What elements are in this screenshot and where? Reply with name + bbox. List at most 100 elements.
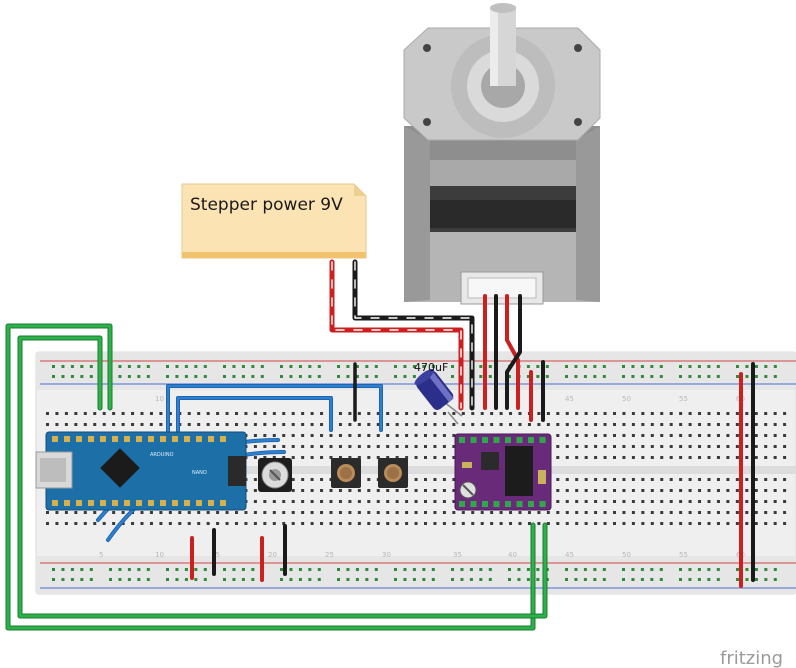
breadboard-hole xyxy=(556,434,560,437)
breadboard-hole xyxy=(282,500,286,503)
breadboard-hole xyxy=(367,522,371,525)
breadboard-hole xyxy=(716,478,720,481)
breadboard-hole xyxy=(376,412,380,415)
breadboard-hole xyxy=(735,489,739,492)
breadboard-hole xyxy=(414,456,418,459)
breadboard-hole xyxy=(414,500,418,503)
rail-hole xyxy=(241,578,245,581)
rail-hole xyxy=(488,578,492,581)
breadboard-hole xyxy=(669,478,673,481)
breadboard-hole xyxy=(631,500,635,503)
driver-pin xyxy=(459,501,465,507)
rail-hole xyxy=(166,568,169,571)
arduino-pin xyxy=(76,436,82,442)
breadboard-hole xyxy=(442,434,446,437)
breadboard-hole xyxy=(575,489,579,492)
rail-hole xyxy=(166,578,169,581)
breadboard-hole xyxy=(707,489,711,492)
breadboard-hole xyxy=(613,456,616,459)
rail-hole xyxy=(118,578,122,581)
breadboard-hole xyxy=(414,434,418,437)
rail-hole xyxy=(574,375,578,378)
rail-hole xyxy=(679,365,682,368)
rail-hole xyxy=(52,365,55,368)
breadboard-hole xyxy=(452,456,456,459)
potentiometer[interactable] xyxy=(258,458,292,492)
push-button[interactable] xyxy=(331,458,361,488)
breadboard-hole xyxy=(688,522,692,525)
breadboard-hole xyxy=(452,434,456,437)
breadboard-hole xyxy=(253,489,257,492)
rail-hole xyxy=(251,365,255,368)
arduino-pin xyxy=(100,500,106,506)
breadboard-hole xyxy=(338,456,342,459)
breadboard-hole xyxy=(253,511,257,514)
breadboard-hole xyxy=(282,445,286,448)
breadboard-hole xyxy=(641,478,645,481)
breadboard-hole xyxy=(594,423,598,426)
breadboard-hole xyxy=(603,522,607,525)
breadboard-hole xyxy=(584,456,588,459)
breadboard-hole xyxy=(320,511,324,514)
breadboard-hole xyxy=(272,511,276,514)
breadboard-hole xyxy=(575,445,579,448)
breadboard-hole xyxy=(263,445,267,448)
breadboard-hole xyxy=(650,456,654,459)
column-number: 55 xyxy=(679,395,688,403)
breadboard-hole xyxy=(660,489,664,492)
breadboard-hole xyxy=(773,478,777,481)
rail-hole xyxy=(736,365,739,368)
breadboard-hole xyxy=(660,434,664,437)
breadboard-hole xyxy=(338,500,342,503)
breadboard-hole xyxy=(452,423,456,426)
breadboard-hole xyxy=(698,500,702,503)
rail-hole xyxy=(365,365,369,368)
rail-hole xyxy=(508,578,511,581)
breadboard-hole xyxy=(244,423,248,426)
breadboard-hole xyxy=(225,522,229,525)
breadboard-hole xyxy=(764,434,768,437)
breadboard-hole xyxy=(442,423,446,426)
rail-hole xyxy=(355,578,359,581)
driver-header-pins xyxy=(459,437,546,507)
breadboard-hole xyxy=(509,423,513,426)
breadboard-hole xyxy=(64,511,68,514)
rail-hole xyxy=(346,578,350,581)
arduino-pin xyxy=(124,500,130,506)
arduino-pin xyxy=(172,500,178,506)
breadboard-hole xyxy=(348,434,352,437)
breadboard-hole xyxy=(291,500,295,503)
breadboard-hole xyxy=(735,522,739,525)
rail-hole xyxy=(232,578,236,581)
breadboard-hole xyxy=(424,489,427,492)
rail-hole xyxy=(365,375,369,378)
breadboard-hole xyxy=(679,522,683,525)
rail-hole xyxy=(289,375,293,378)
breadboard-hole xyxy=(178,511,182,514)
breadboard-hole xyxy=(102,423,106,426)
breadboard-hole xyxy=(565,500,569,503)
rail-hole xyxy=(232,375,236,378)
rail-hole xyxy=(451,365,454,368)
stepper-driver xyxy=(454,433,552,511)
breadboard-hole xyxy=(650,434,654,437)
breadboard-hole xyxy=(556,412,560,415)
rail-hole xyxy=(508,568,511,571)
push-button[interactable] xyxy=(378,458,408,488)
rail-hole xyxy=(80,375,84,378)
driver-pin xyxy=(482,501,488,507)
breadboard-hole xyxy=(348,500,352,503)
breadboard-hole xyxy=(405,511,409,514)
rail-hole xyxy=(631,365,635,368)
rail-hole xyxy=(640,568,644,571)
breadboard-hole xyxy=(112,423,116,426)
rail-hole xyxy=(194,365,198,368)
breadboard-hole xyxy=(310,522,314,525)
column-number: 30 xyxy=(382,551,391,559)
breadboard-hole xyxy=(518,412,522,415)
blue-wire xyxy=(176,396,333,442)
breadboard-hole xyxy=(594,511,598,514)
breadboard-hole xyxy=(442,522,446,525)
rail-hole xyxy=(536,365,540,368)
